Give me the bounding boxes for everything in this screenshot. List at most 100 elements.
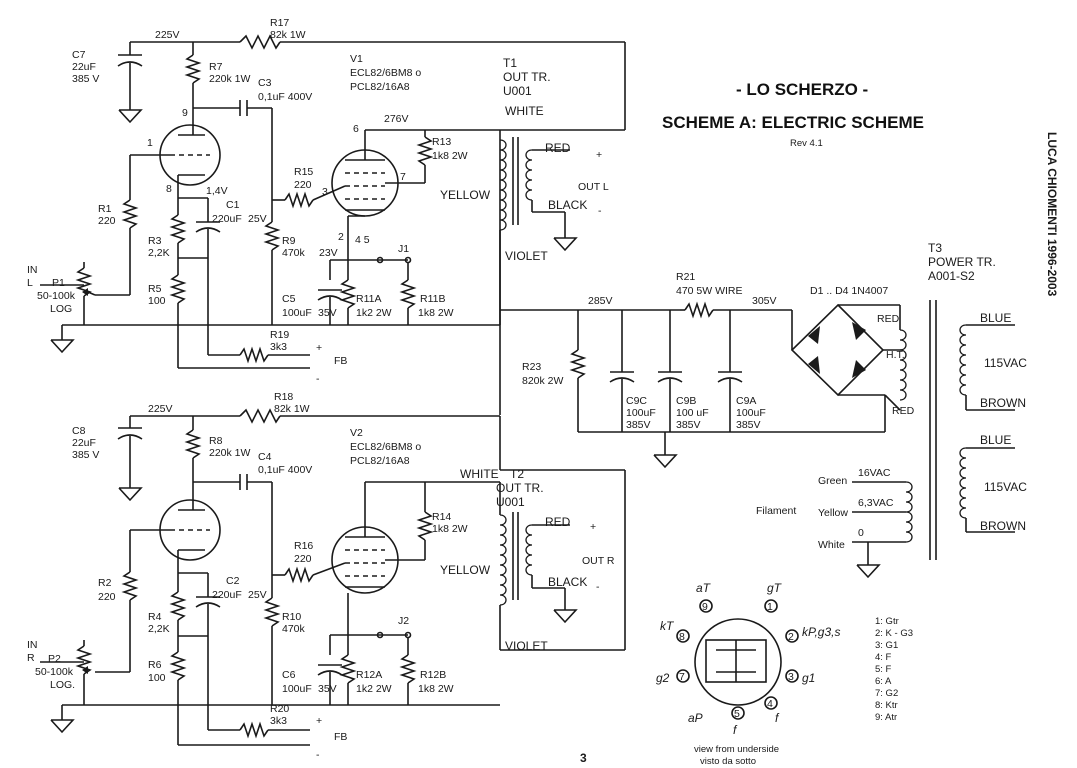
r12b-ref: R12B bbox=[420, 669, 446, 681]
r1-value: 220 bbox=[98, 215, 116, 227]
v1-pin2: 2 bbox=[338, 231, 344, 243]
j1-ref: J1 bbox=[398, 243, 409, 255]
r16-value: 220 bbox=[294, 553, 312, 565]
r23-value: 820k 2W bbox=[522, 375, 564, 387]
c6-value: 100uF bbox=[282, 683, 312, 695]
t3-ht-label: H.T. bbox=[886, 349, 905, 361]
r17-value: 82k 1W bbox=[270, 29, 306, 41]
t1-part: U001 bbox=[503, 84, 532, 98]
page-subtitle: SCHEME A: ELECTRIC SCHEME bbox=[662, 113, 924, 132]
t1-white-lead: WHITE bbox=[505, 104, 544, 118]
out-l-minus: - bbox=[598, 205, 602, 217]
c7-voltage: 385 V bbox=[72, 73, 99, 85]
r18-ref: R18 bbox=[274, 391, 293, 403]
r9-ref: R9 bbox=[282, 235, 296, 247]
t2-violet-lead: VIOLET bbox=[505, 639, 548, 653]
c3-ref: C3 bbox=[258, 77, 272, 89]
diodes-label: D1 .. D4 1N4007 bbox=[810, 285, 888, 297]
channel1-wiring bbox=[40, 34, 680, 415]
r7-ref: R7 bbox=[209, 61, 223, 73]
p2-value: 50-100k bbox=[35, 666, 74, 678]
pin-9-number: 9 bbox=[702, 601, 708, 613]
filament-label: Filament bbox=[756, 505, 796, 517]
fb1-minus: - bbox=[316, 373, 320, 385]
r11a-ref: R11A bbox=[356, 293, 382, 305]
filament-white-lead: White bbox=[818, 539, 845, 551]
r2-value: 220 bbox=[98, 591, 116, 603]
c9c-voltage: 385V bbox=[626, 419, 651, 431]
pin-legend-6: 6: A bbox=[875, 676, 892, 687]
pin-legend-1: 1: Gtr bbox=[875, 616, 899, 627]
v1-pin8: 8 bbox=[166, 183, 172, 195]
v1-ref: V1 bbox=[350, 53, 363, 65]
filament-green-lead: Green bbox=[818, 475, 847, 487]
pinout-caption-it: visto da sotto bbox=[700, 756, 756, 767]
v1-pin7: 7 bbox=[400, 171, 406, 183]
c4-value: 0,1uF 400V bbox=[258, 464, 312, 476]
in-r-channel: R bbox=[27, 652, 35, 664]
r14-value: 1k8 2W bbox=[432, 523, 468, 535]
channel1-labels: 225V R17 82k 1W C7 22uF 385 V R7 220k 1W… bbox=[27, 17, 609, 385]
t2-part: U001 bbox=[496, 495, 525, 509]
node-276v: 276V bbox=[384, 113, 409, 125]
r20-ref: R20 bbox=[270, 703, 289, 715]
t3-name: POWER TR. bbox=[928, 255, 996, 269]
t3-blue-bottom: BLUE bbox=[980, 433, 1011, 447]
node-285v: 285V bbox=[588, 295, 613, 307]
r12b-value: 1k8 2W bbox=[418, 683, 454, 695]
t1-name: OUT TR. bbox=[503, 70, 551, 84]
c3-value: 0,1uF 400V bbox=[258, 91, 312, 103]
r13-ref: R13 bbox=[432, 136, 451, 148]
t2-name: OUT TR. bbox=[496, 481, 544, 495]
r3-value: 2,2K bbox=[148, 247, 170, 259]
r14-ref: R14 bbox=[432, 511, 451, 523]
pin-4-number: 4 bbox=[767, 698, 773, 710]
v1-pin3: 3 bbox=[322, 186, 328, 198]
pin-5-number: 5 bbox=[734, 708, 740, 720]
c9a-voltage: 385V bbox=[736, 419, 761, 431]
v2-ref: V2 bbox=[350, 427, 363, 439]
r12a-value: 1k2 2W bbox=[356, 683, 392, 695]
c7-value: 22uF bbox=[72, 61, 96, 73]
p2-law: LOG. bbox=[50, 679, 75, 691]
node-225v-ch2: 225V bbox=[148, 403, 173, 415]
c2-ref: C2 bbox=[226, 575, 240, 587]
r10-value: 470k bbox=[282, 623, 306, 635]
power-supply-wiring bbox=[569, 300, 1015, 578]
p1-value: 50-100k bbox=[37, 290, 76, 302]
t1-violet-lead: VIOLET bbox=[505, 249, 548, 263]
v1-pin6: 6 bbox=[353, 123, 359, 135]
pin-2-name: kP,g3,s bbox=[802, 625, 840, 639]
c1-ref: C1 bbox=[226, 199, 240, 211]
fb1-label: FB bbox=[334, 355, 347, 367]
t1-red-lead: RED bbox=[545, 141, 571, 155]
t3-brown-bottom: BROWN bbox=[980, 519, 1026, 533]
r8-value: 220k 1W bbox=[209, 447, 251, 459]
pin-9-name: aT bbox=[696, 581, 712, 595]
t3-blue-top: BLUE bbox=[980, 311, 1011, 325]
t3-red-bottom: RED bbox=[892, 405, 915, 417]
c2-voltage: 25V bbox=[248, 589, 267, 601]
pin-legend-4: 4: F bbox=[875, 652, 892, 663]
filament-yellow-lead: Yellow bbox=[818, 507, 848, 519]
p1-ref: P1 bbox=[52, 277, 65, 289]
pin-2-number: 2 bbox=[788, 631, 794, 643]
v2-type-alt: PCL82/16A8 bbox=[350, 455, 410, 467]
pin-3-name: g1 bbox=[802, 671, 815, 685]
r12a-ref: R12A bbox=[356, 669, 382, 681]
c1-voltage: 25V bbox=[248, 213, 267, 225]
r9-value: 470k bbox=[282, 247, 306, 259]
r18-value: 82k 1W bbox=[274, 403, 310, 415]
pin-legend-2: 2: K - G3 bbox=[875, 628, 913, 639]
fb2-label: FB bbox=[334, 731, 347, 743]
r20-value: 3k3 bbox=[270, 715, 287, 727]
page-title: - LO SCHERZO - bbox=[736, 80, 868, 99]
pin-7-name: g2 bbox=[656, 671, 670, 685]
r2-ref: R2 bbox=[98, 577, 112, 589]
r7-value: 220k 1W bbox=[209, 73, 251, 85]
node-23v: 23V bbox=[319, 247, 338, 259]
t3-part: A001-S2 bbox=[928, 269, 975, 283]
in-l-label: IN bbox=[27, 264, 38, 276]
r11b-value: 1k8 2W bbox=[418, 307, 454, 319]
